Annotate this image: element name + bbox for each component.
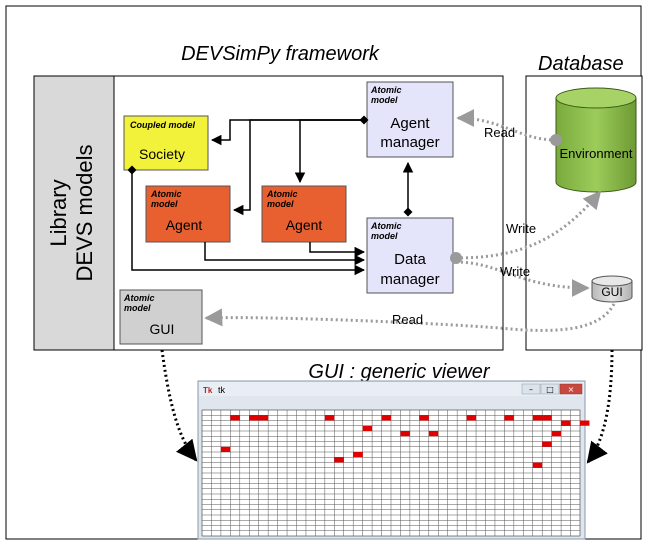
active-cell [381, 415, 391, 421]
agent-manager-block[interactable]: Atomic model Agent manager [366, 81, 454, 158]
tk-icon: Tk [203, 386, 213, 395]
agent-manager-type-line1: Atomic [370, 85, 402, 95]
active-cell [561, 420, 571, 426]
data-flow-connectors [204, 109, 616, 332]
viewer-connectors [160, 349, 614, 464]
read-gui-flow [204, 303, 616, 332]
agent1-type-line2: model [151, 199, 178, 209]
environment-database[interactable]: Environment [555, 87, 637, 193]
active-cell [249, 415, 259, 421]
viewer-grid-lines [201, 409, 581, 537]
write-environment-flow [450, 190, 602, 264]
active-cell [400, 431, 410, 437]
society-name: Society [139, 146, 185, 162]
active-cell [334, 457, 344, 463]
active-cell [220, 446, 231, 452]
data-manager-type-line1: Atomic [370, 221, 402, 231]
coupling-connectors [127, 115, 414, 276]
framework-title: DEVSimPy framework [181, 43, 380, 65]
viewer-window-title: tk [218, 385, 226, 395]
read-environment-label: Read [484, 125, 515, 140]
maximize-button[interactable] [540, 383, 560, 395]
minimize-icon: – [529, 385, 533, 394]
agent-manager-name-line2: manager [380, 134, 439, 151]
active-cell [258, 415, 269, 421]
society-type: Coupled model [130, 120, 195, 130]
viewer-active-cells [220, 415, 590, 468]
active-cell [353, 452, 363, 458]
data-manager-name-line1: Data [394, 251, 426, 268]
data-manager-name-line2: manager [380, 271, 439, 288]
agent-manager-type-line2: model [371, 95, 398, 105]
gui-model-block[interactable]: Atomic model GUI [119, 289, 203, 345]
library-label: Library [46, 179, 71, 246]
active-cell [324, 415, 335, 421]
write-gui-label: Write [500, 264, 530, 279]
active-cell [466, 415, 477, 421]
active-cell [532, 462, 543, 468]
agent2-name: Agent [286, 217, 323, 233]
agent-manager-name-line1: Agent [390, 115, 430, 132]
gui-database-label: GUI [601, 285, 622, 299]
viewer-window[interactable]: Tk tk – □ × [197, 380, 590, 540]
agent1-type-line1: Atomic [150, 189, 182, 199]
society-block[interactable]: Coupled model Society [123, 115, 209, 171]
active-cell [419, 415, 429, 421]
devs-models-label: DEVS models [72, 145, 97, 282]
agent2-type-line2: model [267, 199, 294, 209]
agent-block-2[interactable]: Atomic model Agent [261, 185, 347, 243]
gui-model-type-line2: model [124, 303, 151, 313]
agent-block-1[interactable]: Atomic model Agent [145, 185, 231, 243]
viewer-titlebar [199, 382, 584, 396]
agent1-name: Agent [166, 217, 203, 233]
library-panel [33, 75, 115, 351]
environment-label: Environment [560, 146, 633, 161]
data-manager-type-line2: model [371, 231, 398, 241]
write-environment-label: Write [506, 221, 536, 236]
active-cell [230, 415, 240, 421]
close-icon: × [568, 385, 575, 394]
gui-model-type-line1: Atomic [123, 293, 155, 303]
window-controls: – □ × [521, 383, 583, 395]
active-cell [551, 431, 562, 437]
active-cell [362, 425, 373, 431]
active-cell [504, 415, 514, 421]
active-cell [542, 441, 552, 447]
database-title: Database [538, 53, 624, 75]
maximize-icon: □ [546, 385, 554, 394]
data-manager-block[interactable]: Atomic model Data manager [366, 217, 454, 294]
gui-database[interactable]: GUI [591, 275, 633, 303]
active-cell [532, 415, 543, 421]
close-button[interactable] [559, 383, 583, 395]
read-gui-label: Read [392, 312, 423, 327]
active-cell [542, 415, 552, 421]
minimize-button[interactable] [521, 383, 541, 395]
agent2-type-line1: Atomic [266, 189, 298, 199]
gui-model-name: GUI [150, 321, 175, 337]
active-cell [428, 431, 439, 437]
viewer-title: GUI : generic viewer [308, 361, 491, 383]
read-environment-flow [456, 109, 562, 146]
active-cell [580, 420, 590, 426]
